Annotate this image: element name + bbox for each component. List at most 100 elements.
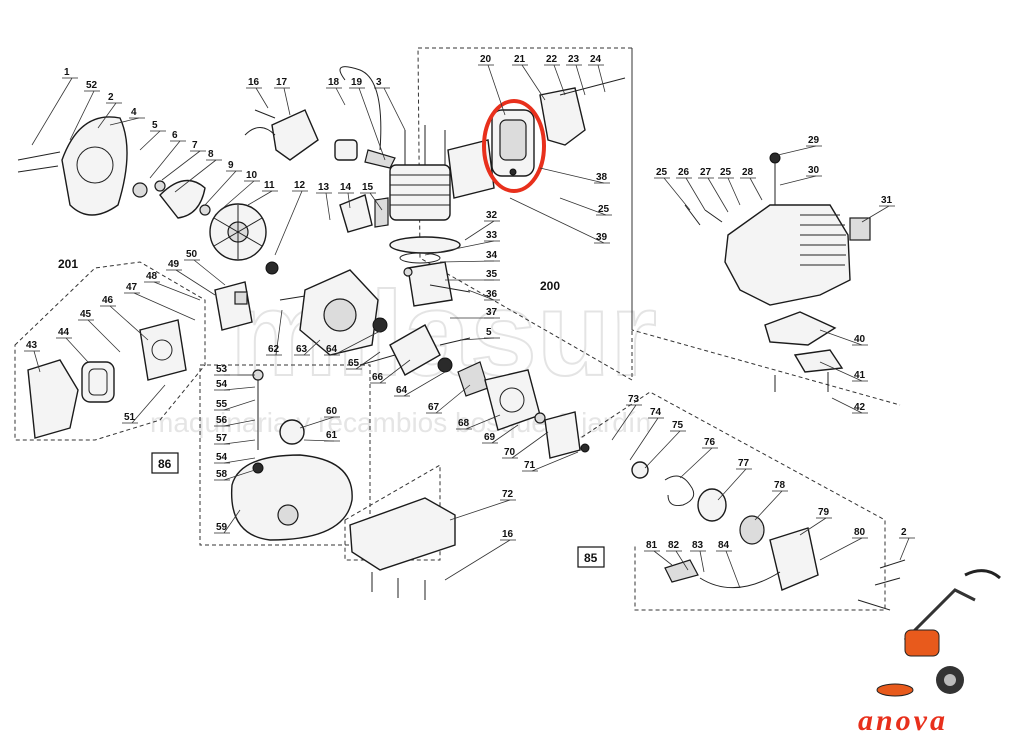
callout-leader	[699, 550, 705, 573]
thumbnail-shaft	[903, 588, 976, 642]
callout-leader	[369, 192, 383, 211]
callout-leader	[161, 150, 201, 181]
callout-label-46: 46	[102, 295, 114, 306]
callout-leader	[223, 509, 241, 534]
grille-31	[849, 217, 871, 241]
callout-label-58: 58	[216, 469, 228, 480]
fan-cover-hole	[76, 146, 114, 184]
callout-leader	[223, 399, 256, 411]
callout-label-56: 56	[216, 415, 228, 426]
callout-label-12: 12	[294, 180, 306, 191]
callout-label-28: 28	[742, 167, 754, 178]
callout-leader	[725, 550, 741, 589]
callout-label-55: 55	[216, 399, 228, 410]
callout-label-21: 21	[514, 54, 526, 65]
callout-label-41: 41	[854, 370, 866, 381]
product-thumbnail	[876, 569, 1001, 697]
callout-label-60: 60	[326, 406, 338, 417]
crank-shaft-end	[359, 354, 396, 366]
callout-label-79: 79	[818, 507, 830, 518]
callout-leader	[754, 490, 783, 521]
crankcase-68-bore	[499, 387, 525, 413]
screw-2c	[857, 599, 891, 611]
callout-leader	[685, 177, 706, 211]
callout-leader	[223, 386, 256, 391]
callout-label-49: 49	[168, 259, 180, 270]
callout-label-25: 25	[720, 167, 732, 178]
callout-label-78: 78	[774, 480, 786, 491]
callout-label-65: 65	[348, 358, 360, 369]
callout-label-26: 26	[678, 167, 690, 178]
gasket-32	[389, 236, 461, 254]
fuel-tank-59	[230, 454, 353, 541]
rope-84	[699, 571, 781, 589]
callout-leader	[153, 281, 201, 301]
callout-leader	[303, 339, 321, 356]
pulley-77	[697, 488, 727, 522]
clip-33	[403, 267, 413, 277]
callout-label-33: 33	[486, 230, 498, 241]
nut-12	[265, 261, 279, 275]
screw-1	[17, 151, 61, 161]
callout-leader	[707, 177, 729, 213]
callout-leader	[575, 64, 586, 96]
callout-label-39: 39	[596, 232, 608, 243]
group-base-outline	[344, 464, 441, 561]
callout-leader	[283, 87, 291, 116]
callout-label-27: 27	[700, 167, 712, 178]
callout-label-81: 81	[646, 540, 658, 551]
callout-label-13: 13	[318, 182, 330, 193]
callout-label-52: 52	[86, 80, 98, 91]
callout-label-2: 2	[901, 527, 907, 538]
spring-case-78	[739, 515, 765, 545]
callout-leader	[819, 361, 863, 382]
pawl-75	[631, 461, 649, 479]
callout-label-24: 24	[590, 54, 602, 65]
callout-label-54: 54	[216, 379, 228, 390]
spacer-6	[132, 182, 148, 198]
callout-leader	[777, 145, 817, 156]
filter-element-44	[81, 361, 115, 403]
highlight-circle	[482, 99, 546, 193]
callout-label-53: 53	[216, 364, 228, 375]
callout-leader	[727, 177, 741, 206]
filter-inner	[88, 368, 108, 396]
callout-label-15: 15	[362, 182, 374, 193]
base-plate-72	[349, 497, 456, 571]
callout-leader	[255, 87, 269, 109]
callout-leader	[861, 205, 890, 223]
callout-label-40: 40	[854, 334, 866, 345]
callout-leader	[779, 175, 817, 186]
callout-leader	[325, 192, 331, 221]
muffler-outlet	[509, 168, 517, 176]
callout-label-66: 66	[372, 372, 384, 383]
callout-label-34: 34	[486, 250, 498, 261]
thumbnail-head	[876, 683, 914, 697]
callout-leader	[491, 424, 519, 444]
callout-label-2: 2	[108, 92, 114, 103]
callout-label-54: 54	[216, 452, 228, 463]
callout-leader	[629, 417, 659, 461]
callout-leader	[403, 371, 446, 397]
callout-label-9: 9	[228, 160, 234, 171]
callout-leader	[467, 289, 495, 301]
filter-58	[252, 462, 264, 474]
callout-label-67: 67	[428, 402, 440, 413]
callout-label-64: 64	[326, 344, 338, 355]
callout-label-20: 20	[480, 54, 492, 65]
callout-label-68: 68	[458, 418, 470, 429]
callout-leader	[175, 269, 216, 296]
flywheel-fins	[213, 205, 263, 259]
cylinder	[389, 164, 451, 221]
group-label-201: 201	[58, 257, 78, 271]
callout-leader	[749, 177, 763, 201]
callout-label-62: 62	[268, 344, 280, 355]
callout-leader	[521, 64, 546, 101]
callout-leader	[679, 447, 713, 479]
callout-label-74: 74	[650, 407, 662, 418]
parts	[17, 66, 906, 611]
callout-label-63: 63	[296, 344, 308, 355]
callout-leader	[424, 240, 495, 256]
group-201-outline	[14, 261, 206, 441]
screw-2a	[879, 559, 906, 569]
